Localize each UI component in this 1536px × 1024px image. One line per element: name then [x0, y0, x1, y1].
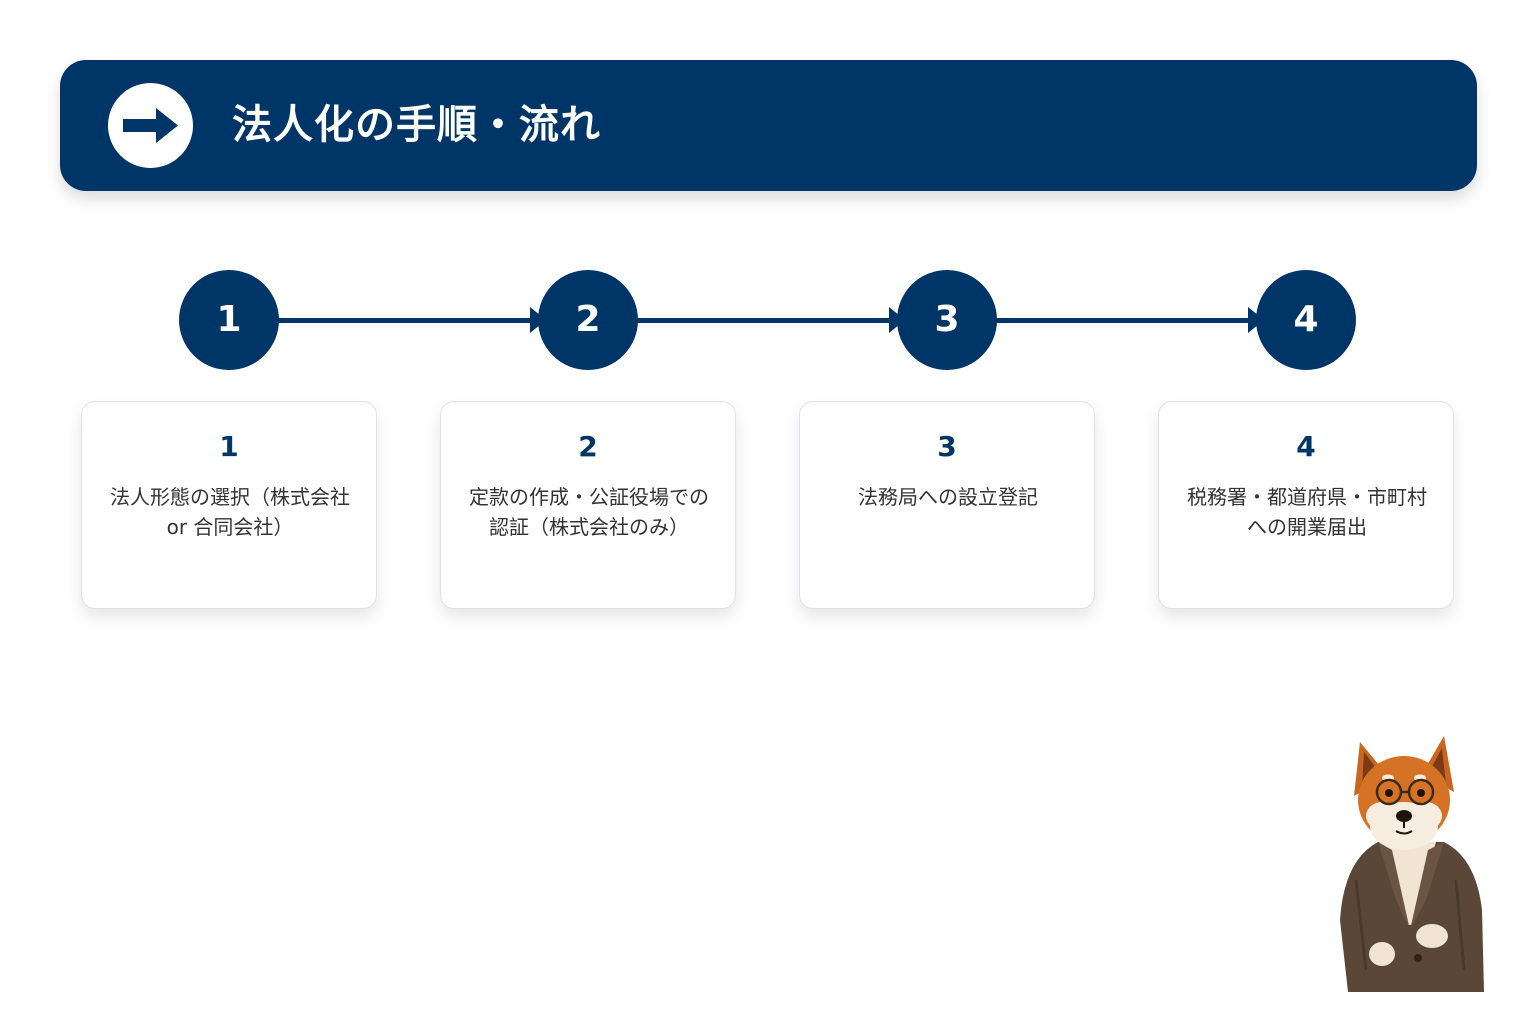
step-circle-2: 2 — [538, 270, 638, 370]
step-card-label: 法人形態の選択（株式会社 or 合同会社） — [110, 485, 350, 539]
connector-3-4 — [996, 318, 1252, 323]
step-card-number: 3 — [937, 430, 957, 463]
step-card-3: 3 法務局への設立登記 — [799, 401, 1095, 609]
page-title: 法人化の手順・流れ — [232, 102, 601, 148]
step-circle-1: 1 — [179, 270, 279, 370]
step-card-1: 1 法人形態の選択（株式会社 or 合同会社） — [81, 401, 377, 609]
connector-2-3 — [637, 318, 893, 323]
step-circle-4: 4 — [1256, 270, 1356, 370]
step-card-2: 2 定款の作成・公証役場での認証（株式会社のみ） — [440, 401, 736, 609]
step-card-number: 2 — [578, 430, 598, 463]
arrow-right-icon — [108, 83, 193, 168]
step-circle-3: 3 — [897, 270, 997, 370]
step-card-label: 法務局への設立登記 — [858, 485, 1038, 509]
step-card-label: 税務署・都道府県・市町村への開業届出 — [1187, 485, 1427, 539]
shiba-dog-mascot — [1326, 730, 1496, 992]
header-banner: 法人化の手順・流れ — [60, 60, 1477, 191]
connector-1-2 — [278, 318, 534, 323]
step-card-number: 1 — [219, 430, 239, 463]
step-card-number: 4 — [1296, 430, 1316, 463]
step-card-label: 定款の作成・公証役場での認証（株式会社のみ） — [469, 485, 709, 539]
step-card-4: 4 税務署・都道府県・市町村への開業届出 — [1158, 401, 1454, 609]
